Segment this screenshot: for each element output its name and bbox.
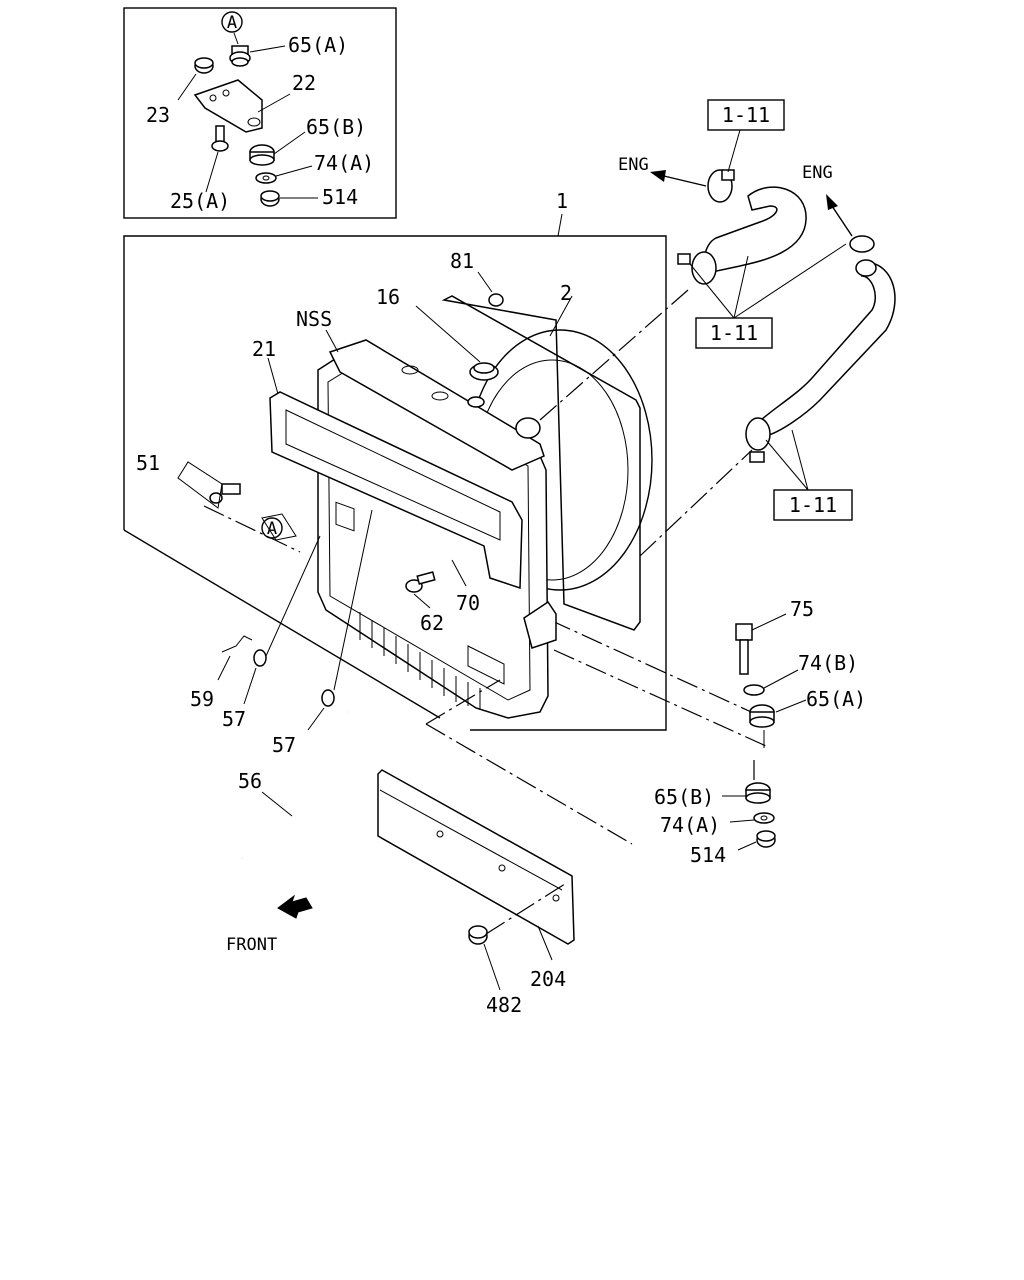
label-eng-left: ENG xyxy=(618,155,649,175)
upper-hose-outlet xyxy=(515,417,541,439)
label-70: 70 xyxy=(456,591,480,615)
hose-clamp-lower-2 xyxy=(745,417,771,451)
label-56: 56 xyxy=(238,769,262,793)
label-62: 62 xyxy=(420,611,444,635)
air-guide-21: 21 xyxy=(252,337,523,590)
arrow-left-icon xyxy=(650,170,666,182)
front-direction-indicator: FRONT xyxy=(226,894,313,955)
label-65a-right: 65(A) xyxy=(806,687,866,711)
radiator-cap-16: 16 xyxy=(376,285,499,381)
bolt-81: 81 xyxy=(450,249,504,307)
reference-box-1-11-top: 1-11 xyxy=(707,99,785,173)
label-ref-1-11-top: 1-11 xyxy=(722,103,770,127)
radiator-fins xyxy=(359,612,481,710)
washer-74a-right: 74(A) xyxy=(660,812,775,837)
rubber-cushion-65a-top xyxy=(229,45,251,67)
detail-a-marker-mid: A xyxy=(267,519,277,539)
side-mount-bracket xyxy=(523,600,557,649)
label-front: FRONT xyxy=(226,935,277,955)
nut-514-right: 514 xyxy=(690,830,776,867)
label-ref-1-11-low: 1-11 xyxy=(789,493,837,517)
drain-parts: 59 57 57 56 xyxy=(190,509,373,866)
label-204: 204 xyxy=(530,967,566,991)
reference-box-1-11-low: 1-11 xyxy=(765,429,853,521)
washer-74b: 74(B) xyxy=(743,651,858,696)
bolt-62: 62 xyxy=(405,571,444,635)
label-514-right: 514 xyxy=(690,843,726,867)
label-75: 75 xyxy=(790,597,814,621)
label-1: 1 xyxy=(556,189,568,213)
label-514-top: 514 xyxy=(322,185,358,209)
detail-a-marker: A xyxy=(227,13,237,33)
upper-tank xyxy=(328,339,545,471)
label-16: 16 xyxy=(376,285,400,309)
label-482: 482 xyxy=(486,993,522,1017)
reference-box-1-11-mid: 1-11 xyxy=(689,243,847,349)
label-65a-top: 65(A) xyxy=(288,33,348,57)
eng-arrow-right: ENG xyxy=(802,163,853,237)
drain-plug-icon xyxy=(467,396,485,408)
label-81: 81 xyxy=(450,249,474,273)
label-22: 22 xyxy=(292,71,316,95)
label-57-b: 57 xyxy=(272,733,296,757)
lower-radiator-hose xyxy=(745,235,896,463)
rubber-cushion-65b-top xyxy=(249,144,275,166)
radiator-assembly-group-1: 1 xyxy=(123,189,667,731)
rubber-cushion-65a-right: 65(A) xyxy=(749,687,866,728)
hose-clamp-lower-1 xyxy=(849,235,875,253)
label-51: 51 xyxy=(136,451,160,475)
label-74b: 74(B) xyxy=(798,651,858,675)
label-59: 59 xyxy=(190,687,214,711)
rubber-cushion-65b-right: 65(B) xyxy=(654,782,771,809)
label-74a-top: 74(A) xyxy=(314,151,374,175)
mount-bolt-75: 75 xyxy=(735,597,814,675)
bolt-25a xyxy=(211,125,229,152)
label-74a-right: 74(A) xyxy=(660,813,720,837)
label-2: 2 xyxy=(560,281,572,305)
label-ref-1-11-mid: 1-11 xyxy=(710,321,758,345)
arrow-up-right-icon xyxy=(826,194,838,210)
hose-clamp-upper-2 xyxy=(691,251,717,285)
label-nss: NSS xyxy=(296,307,332,331)
label-eng-right: ENG xyxy=(802,163,833,183)
nut-23-top xyxy=(194,57,214,74)
label-65b-top: 65(B) xyxy=(306,115,366,139)
bolt-51: 51 xyxy=(136,451,241,509)
label-65b-right: 65(B) xyxy=(654,785,714,809)
eng-arrow-left: ENG xyxy=(618,155,707,187)
label-21: 21 xyxy=(252,337,276,361)
label-23: 23 xyxy=(146,103,170,127)
nut-482: 482 xyxy=(468,881,569,1017)
label-25a: 25(A) xyxy=(170,189,230,213)
nut-514-top xyxy=(260,190,280,207)
label-57-a: 57 xyxy=(222,707,246,731)
nss-marker: NSS xyxy=(296,307,339,353)
upper-radiator-hose xyxy=(677,169,807,285)
bracket-22 xyxy=(193,79,263,133)
detail-a-reference: A xyxy=(261,513,297,541)
lower-cover-204: 204 xyxy=(377,769,575,991)
washer-74a-top xyxy=(255,172,277,184)
detail-a-inset: A xyxy=(123,7,397,219)
front-arrow-icon xyxy=(277,894,313,919)
